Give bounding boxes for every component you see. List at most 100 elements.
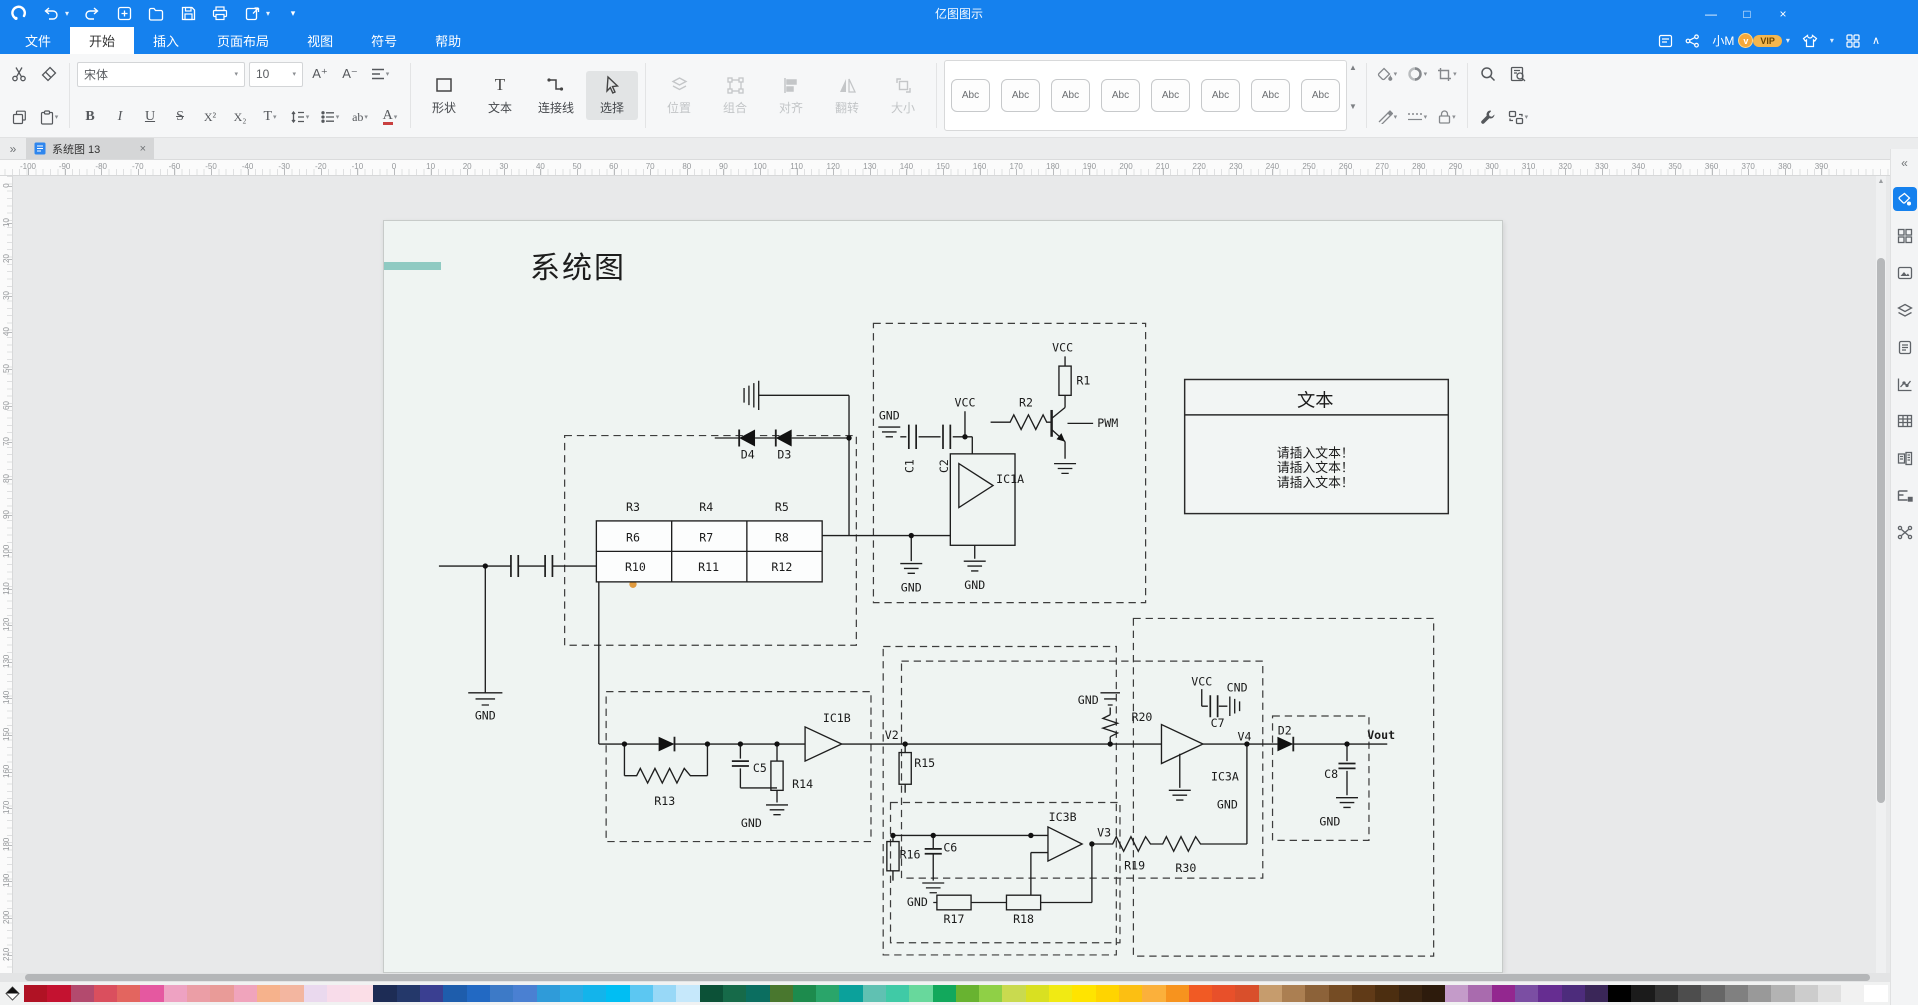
tool-connector-button[interactable]: 连接线 <box>530 71 582 120</box>
outline-panel-icon[interactable] <box>1893 483 1917 507</box>
align-text-button[interactable]: ▾ <box>367 61 393 87</box>
diagram-label-C2[interactable]: C2 <box>937 459 951 473</box>
color-swatch[interactable] <box>256 985 281 1002</box>
share-icon[interactable] <box>1685 33 1700 48</box>
color-swatch[interactable] <box>629 985 654 1002</box>
color-swatch[interactable] <box>885 985 910 1002</box>
color-swatch[interactable] <box>792 985 817 1002</box>
color-swatch[interactable] <box>1817 985 1842 1002</box>
diagram-label-R17[interactable]: R17 <box>944 912 965 926</box>
color-swatch[interactable] <box>1212 985 1236 1002</box>
diagram-label-R18[interactable]: R18 <box>1013 912 1034 926</box>
dashed-group-boxes[interactable] <box>564 322 1435 957</box>
style-preset-1[interactable]: Abc <box>951 79 990 112</box>
color-swatch[interactable] <box>1747 985 1772 1002</box>
user-account[interactable]: 小M v VIP ▾ <box>1712 32 1790 49</box>
fill-color-button[interactable]: ▾ <box>1374 61 1400 87</box>
menu-开始[interactable]: 开始 <box>70 27 135 54</box>
redo-button[interactable] <box>83 5 101 23</box>
shape-effect-button[interactable]: ▾ <box>1404 61 1430 87</box>
search-icon[interactable] <box>1475 61 1501 87</box>
diagram-label-GND[interactable]: GND <box>907 895 928 909</box>
diagram-label-GND[interactable]: GND <box>1217 798 1238 812</box>
table-panel-icon[interactable] <box>1893 409 1917 433</box>
page-accent-bar[interactable] <box>384 262 441 270</box>
arrange-position-button[interactable]: 位置 <box>653 72 705 120</box>
color-swatch[interactable] <box>1305 985 1329 1002</box>
color-swatch[interactable] <box>1701 985 1725 1002</box>
color-swatch[interactable] <box>746 985 770 1002</box>
circuit-diagram[interactable]: VCCR1R2PWMVCCGNDC1C2IC1AGNDGNDD4D3R3R4R5… <box>384 221 1502 972</box>
color-swatch[interactable] <box>1072 985 1096 1002</box>
color-swatch[interactable] <box>955 985 980 1002</box>
highlight-button[interactable]: ab▾ <box>352 109 368 124</box>
diagram-label-GND[interactable]: GND <box>741 816 762 830</box>
maximize-button[interactable]: □ <box>1743 6 1751 21</box>
color-swatch[interactable] <box>979 985 1003 1002</box>
customize-quick-access-icon[interactable]: ▾ <box>290 8 296 18</box>
color-swatch[interactable] <box>676 985 700 1002</box>
diagram-label-R30[interactable]: R30 <box>1175 861 1196 875</box>
diagram-label-GND[interactable]: GND <box>1319 815 1340 829</box>
tab-close-icon[interactable]: × <box>139 142 146 155</box>
color-swatch[interactable] <box>140 985 164 1002</box>
diagram-label-V4[interactable]: V4 <box>1237 729 1251 743</box>
diagram-label-V2[interactable]: V2 <box>885 728 899 742</box>
menu-符号[interactable]: 符号 <box>371 34 398 49</box>
color-swatch[interactable] <box>536 985 560 1002</box>
color-swatch[interactable] <box>93 985 118 1002</box>
color-swatch[interactable] <box>1002 985 1026 1002</box>
font-size-select[interactable]: 10 ▾ <box>249 61 303 87</box>
color-swatch[interactable] <box>1678 985 1702 1002</box>
diagram-label-R19[interactable]: R19 <box>1124 859 1145 873</box>
text-style-button[interactable]: T▾ <box>263 109 277 124</box>
color-swatch[interactable] <box>1491 985 1515 1002</box>
color-swatch[interactable] <box>1375 985 1399 1002</box>
diagram-label-C1[interactable]: C1 <box>903 459 917 473</box>
color-swatch[interactable] <box>1561 985 1585 1002</box>
diagram-label-VCC[interactable]: VCC <box>955 395 976 409</box>
color-swatch[interactable] <box>1794 985 1818 1002</box>
diagram-label-GND[interactable]: GND <box>901 581 922 595</box>
gallery-scroll-up-icon[interactable]: ▲ <box>1349 63 1357 72</box>
color-swatch[interactable] <box>1445 985 1469 1002</box>
collapse-sidebar-icon[interactable]: « <box>1901 156 1908 170</box>
color-swatch[interactable] <box>769 985 793 1002</box>
circuit-symbols[interactable] <box>482 429 1350 847</box>
color-swatch[interactable] <box>70 985 94 1002</box>
color-swatch[interactable] <box>1864 985 1888 1002</box>
diagram-label-CND[interactable]: CND <box>1227 681 1248 695</box>
diagram-label-PWM[interactable]: PWM <box>1097 416 1118 430</box>
italic-button[interactable]: I <box>117 109 123 124</box>
color-swatch[interactable] <box>1235 985 1259 1002</box>
menu-页面布局[interactable]: 页面布局 <box>217 34 270 49</box>
diagram-label-C7[interactable]: C7 <box>1211 716 1225 730</box>
color-swatch[interactable] <box>210 985 234 1002</box>
chart-panel-icon[interactable] <box>1893 372 1917 396</box>
increase-font-button[interactable]: A⁺ <box>312 66 328 81</box>
print-button[interactable] <box>211 5 229 23</box>
color-swatch[interactable] <box>1258 985 1283 1002</box>
color-swatch[interactable] <box>1165 985 1189 1002</box>
subscript-button[interactable]: X₂ <box>233 109 247 124</box>
close-button[interactable]: × <box>1779 6 1787 21</box>
theme-skin-icon[interactable] <box>1802 33 1818 48</box>
color-swatch[interactable] <box>117 985 141 1002</box>
style-preset-8[interactable]: Abc <box>1301 79 1340 112</box>
color-swatch[interactable] <box>1142 985 1166 1002</box>
arrange-flip-button[interactable]: 翻转 <box>821 72 873 120</box>
color-swatch[interactable] <box>1049 985 1073 1002</box>
arrange-align-button[interactable]: 对齐 <box>765 72 817 120</box>
diagram-label-R3[interactable]: R3 <box>626 500 640 514</box>
color-swatch[interactable] <box>1351 985 1376 1002</box>
style-preset-2[interactable]: Abc <box>1001 79 1040 112</box>
tools-wrench-icon[interactable] <box>1475 104 1501 130</box>
color-swatch[interactable] <box>489 985 514 1002</box>
color-swatch[interactable] <box>466 985 490 1002</box>
style-preset-5[interactable]: Abc <box>1151 79 1190 112</box>
diagram-label-R6[interactable]: R6 <box>626 531 640 545</box>
account-dropdown[interactable]: ▾ <box>1785 36 1790 45</box>
diagram-label-R4[interactable]: R4 <box>699 500 713 514</box>
